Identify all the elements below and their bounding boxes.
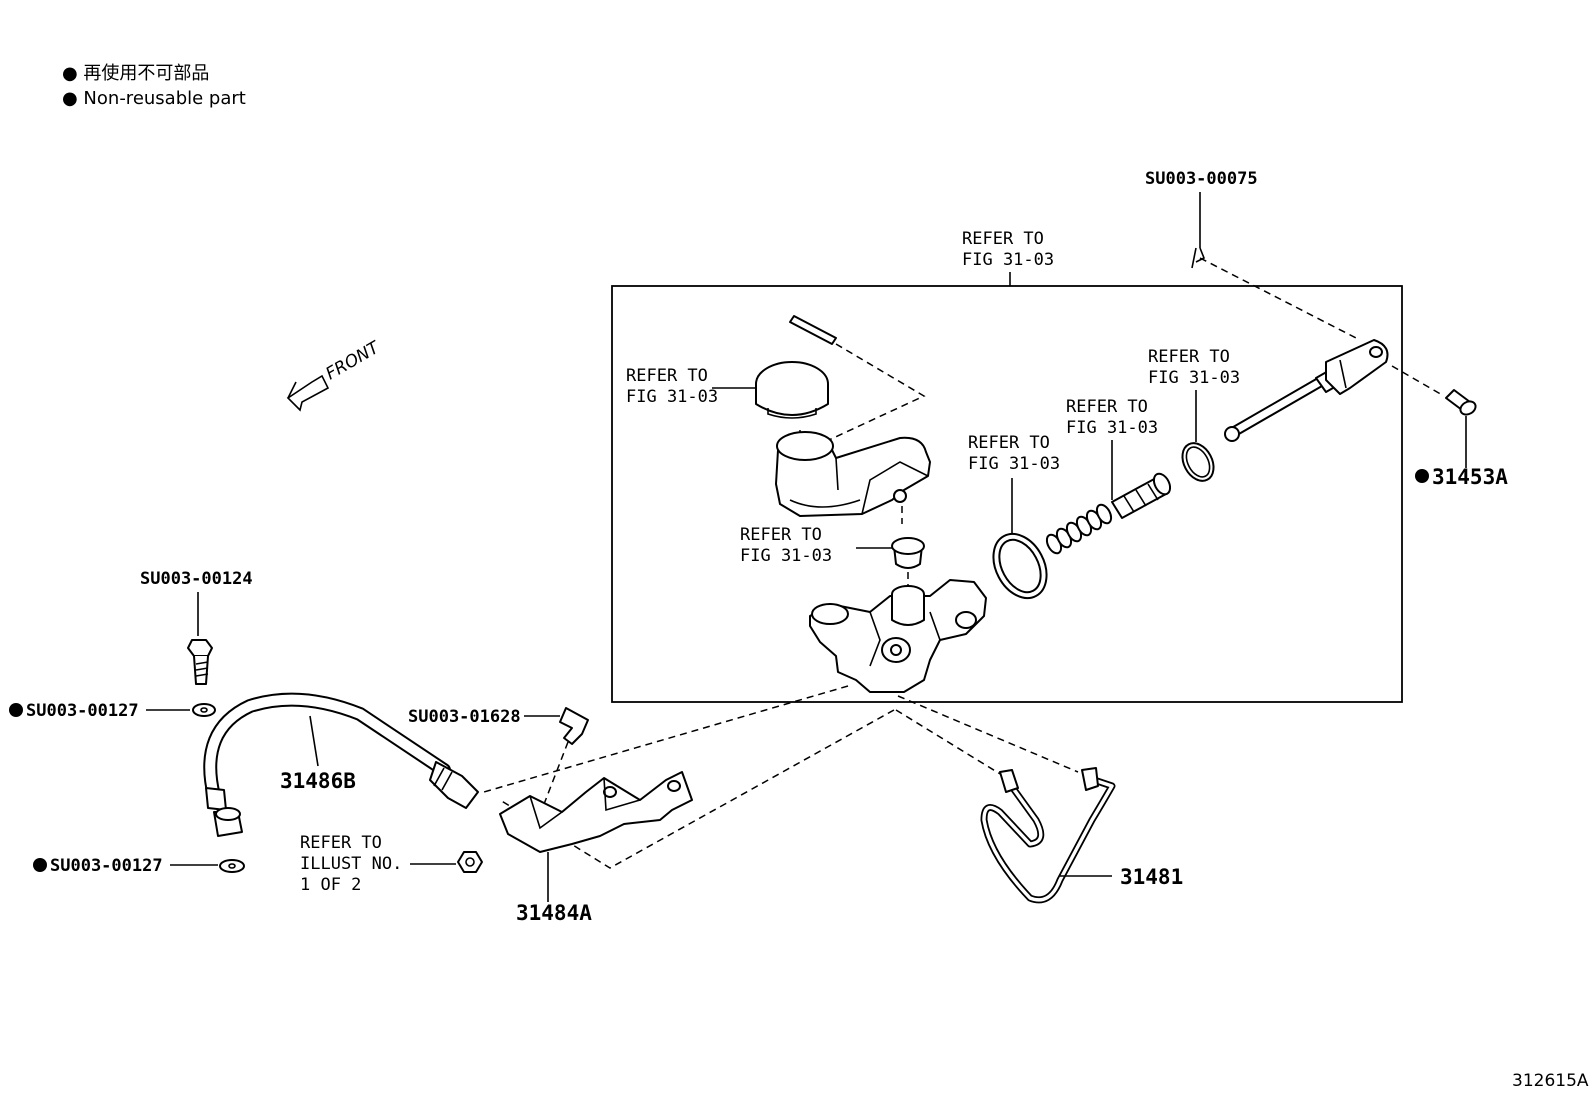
reservoir-grommet [891, 537, 925, 569]
clutch-flexible-hose [203, 692, 479, 837]
legend-japanese: ● 再使用不可部品 [62, 63, 209, 84]
return-spring [1045, 503, 1113, 555]
flange-nut [457, 851, 483, 873]
gasket-washer-bottom [219, 859, 245, 873]
reservoir-tank [775, 431, 931, 517]
callout-su003-00127-a: SU003-00127 [26, 701, 139, 721]
clutch-release-tube [980, 767, 1116, 904]
clevis-pin [1445, 389, 1477, 416]
snap-ring [1181, 442, 1215, 482]
non-reusable-marker [1415, 469, 1429, 483]
refer-cap-line1: REFER TO [626, 366, 708, 386]
tube-bracket [499, 771, 693, 853]
refer-illust-line2: ILLUST NO. [300, 854, 402, 874]
refer-top-line2: FIG 31-03 [962, 250, 1054, 270]
callout-su003-00124: SU003-00124 [140, 569, 253, 589]
front-arrow-icon [286, 374, 330, 412]
hose-clip [559, 707, 589, 745]
reservoir-cap [755, 361, 829, 419]
refer-oring-line2: FIG 31-03 [968, 454, 1060, 474]
callout-su003-00075: SU003-00075 [1145, 169, 1258, 189]
refer-top-line1: REFER TO [962, 229, 1044, 249]
refer-piston-line1: REFER TO [1066, 397, 1148, 417]
clevis-pin-clip [1191, 247, 1206, 269]
legend-english: ● Non-reusable part [62, 88, 246, 109]
refer-oring-line1: REFER TO [968, 433, 1050, 453]
refer-snapring-line1: REFER TO [1148, 347, 1230, 367]
callout-31486b: 31486B [280, 769, 356, 793]
reservoir-pin [789, 315, 837, 345]
callout-su003-01628: SU003-01628 [408, 707, 521, 727]
front-label: FRONT [323, 337, 385, 384]
callout-31484a: 31484A [516, 901, 592, 925]
refer-piston-line2: FIG 31-03 [1066, 418, 1158, 438]
callout-31481: 31481 [1120, 865, 1183, 889]
callout-31453a: 31453A [1432, 465, 1508, 489]
piston [1111, 472, 1172, 519]
refer-illust-line1: REFER TO [300, 833, 382, 853]
union-bolt [187, 639, 213, 685]
push-rod [1224, 339, 1389, 442]
master-cylinder-group-box [611, 285, 1403, 703]
callout-su003-00127-b: SU003-00127 [50, 856, 163, 876]
refer-grommet-line1: REFER TO [740, 525, 822, 545]
refer-illust-line3: 1 OF 2 [300, 875, 361, 895]
refer-grommet-line2: FIG 31-03 [740, 546, 832, 566]
non-reusable-marker [9, 703, 23, 717]
gasket-washer-top [192, 703, 216, 717]
non-reusable-marker [33, 858, 47, 872]
refer-cap-line2: FIG 31-03 [626, 387, 718, 407]
o-ring [992, 532, 1048, 600]
clutch-master-cylinder-body [809, 579, 987, 693]
refer-snapring-line2: FIG 31-03 [1148, 368, 1240, 388]
figure-id: 312615A [1512, 1071, 1589, 1091]
